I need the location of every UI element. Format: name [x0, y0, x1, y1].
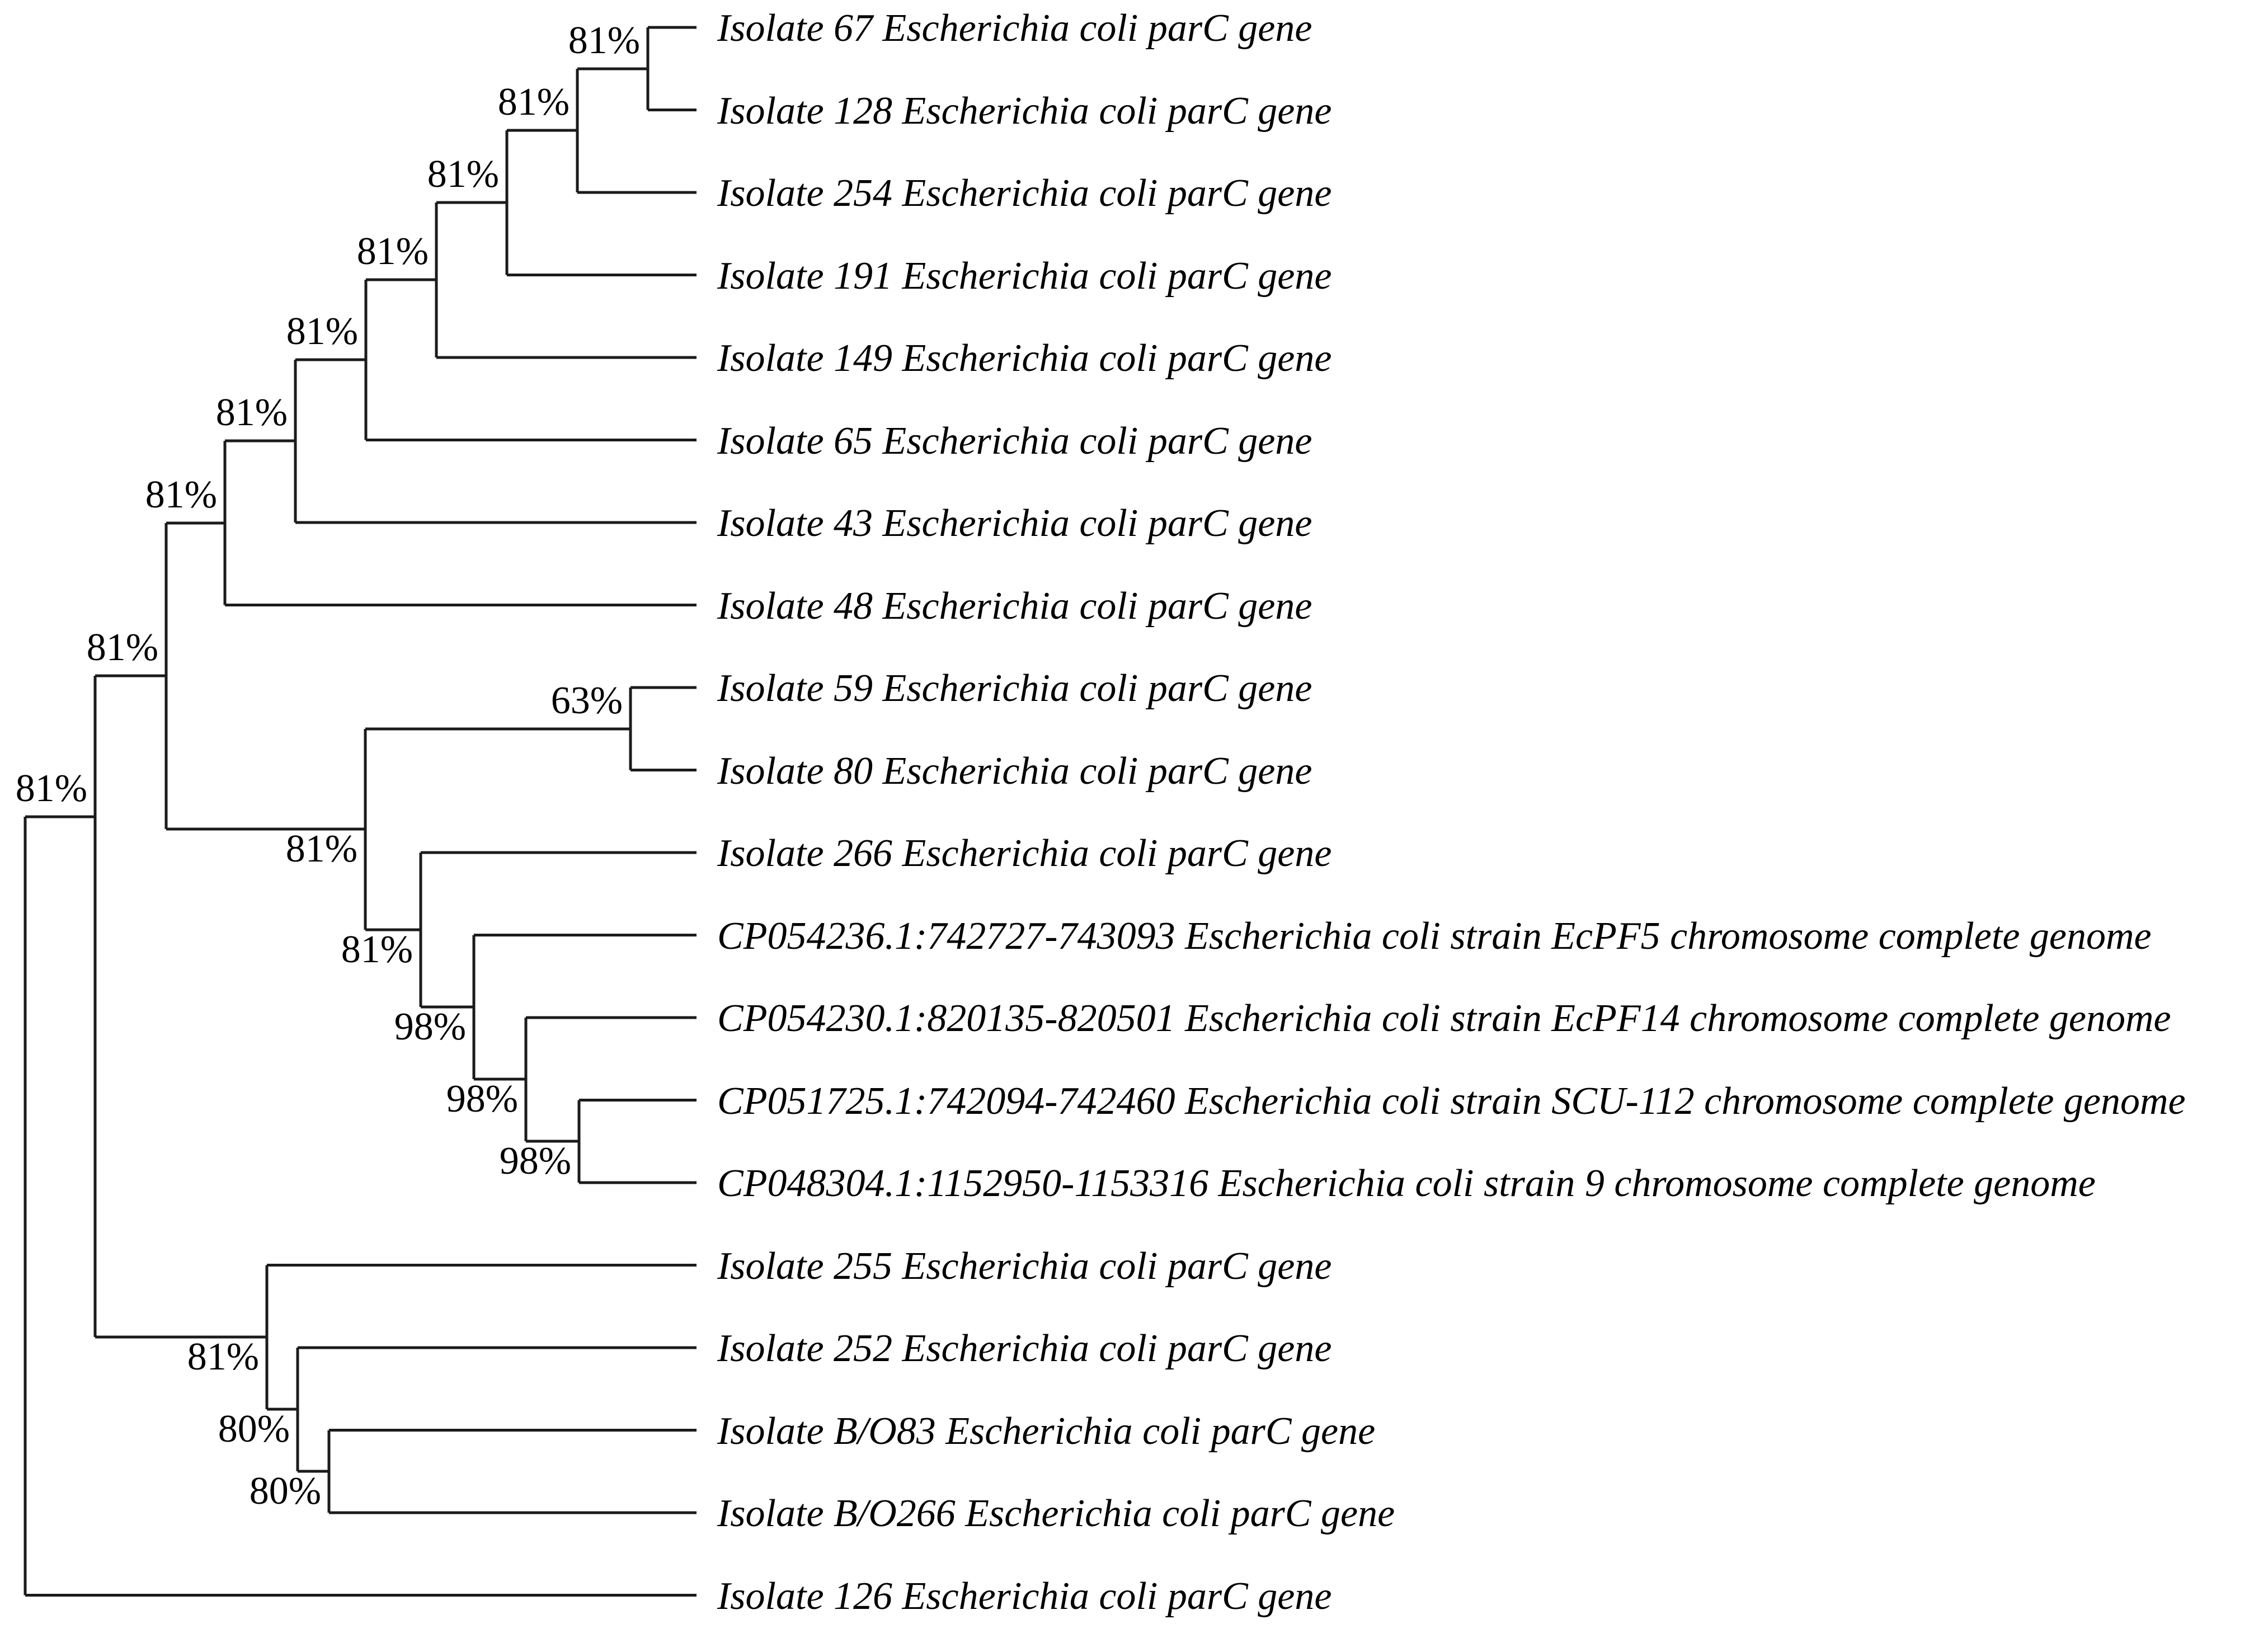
bootstrap-label-67-128: 81%	[568, 19, 640, 62]
clade-59-80-branches	[629, 686, 697, 771]
leaf-label-isolate-149: Isolate 149 Escherichia coli parC gene	[717, 337, 1331, 380]
bootstrap-label-cp054236: 98%	[394, 1005, 466, 1048]
leaf-label-cp051725: CP051725.1:742094-742460 Escherichia col…	[717, 1080, 2186, 1123]
clade-bo83-bo266-branches	[327, 1429, 697, 1514]
bootstrap-label-bo83-bo266: 80%	[250, 1470, 321, 1513]
clade-cp051725-cp048304-branches	[577, 1099, 697, 1184]
leaf-label-cp048304: CP048304.1:1152950-1153316 Escherichia c…	[717, 1162, 2096, 1205]
clade-149-branches	[435, 201, 697, 359]
leaf-label-isolate-67: Isolate 67 Escherichia coli parC gene	[717, 7, 1312, 50]
bootstrap-label-191: 81%	[427, 153, 499, 196]
leaf-label-isolate-65: Isolate 65 Escherichia coli parC gene	[717, 420, 1312, 463]
bootstrap-label-5980-genomes: 81%	[286, 827, 357, 870]
leaf-label-isolate-bo266: Isolate B/O266 Escherichia coli parC gen…	[717, 1492, 1395, 1535]
leaf-label-isolate-48: Isolate 48 Escherichia coli parC gene	[717, 585, 1312, 628]
bootstrap-label-252: 80%	[218, 1408, 290, 1451]
leaf-label-isolate-191: Isolate 191 Escherichia coli parC gene	[717, 255, 1331, 298]
bootstrap-label-149: 81%	[357, 230, 429, 273]
top-middle-join-branches	[164, 521, 365, 831]
bootstrap-label-cp051725-304: 98%	[500, 1140, 571, 1183]
clade-5980-genomes-join-branches	[364, 727, 630, 931]
bootstrap-label-48: 81%	[145, 473, 217, 516]
branch-lines	[23, 26, 697, 1597]
bootstrap-label-65: 81%	[286, 310, 358, 353]
leaf-label-isolate-266: Isolate 266 Escherichia coli parC gene	[717, 832, 1331, 875]
upper-bottom-join-branches	[93, 674, 267, 1339]
clade-65-branches	[364, 278, 697, 441]
bootstrap-label-upper-bottom: 81%	[16, 767, 87, 810]
leaf-label-isolate-80: Isolate 80 Escherichia coli parC gene	[717, 750, 1312, 793]
leaf-label-isolate-128: Isolate 128 Escherichia coli parC gene	[717, 90, 1331, 133]
clade-255-branches	[265, 1264, 697, 1411]
leaf-label-isolate-252: Isolate 252 Escherichia coli parC gene	[717, 1327, 1331, 1370]
root-branches	[23, 815, 697, 1597]
bootstrap-label-59-80: 63%	[551, 679, 623, 722]
leaf-label-cp054230: CP054230.1:820135-820501 Escherichia col…	[717, 997, 2171, 1040]
leaf-label-isolate-43: Isolate 43 Escherichia coli parC gene	[717, 502, 1312, 545]
bootstrap-label-254: 81%	[498, 81, 570, 124]
clade-252-branches	[296, 1346, 697, 1473]
clade-191-branches	[505, 129, 697, 276]
bootstrap-label-266-genomes: 81%	[341, 928, 413, 971]
leaf-labels: Isolate 67 Escherichia coli parC gene Is…	[717, 7, 2186, 1618]
leaf-label-cp054236: CP054236.1:742727-743093 Escherichia col…	[717, 915, 2152, 958]
bootstrap-label-255: 81%	[187, 1335, 259, 1378]
bootstrap-label-top-middle: 81%	[87, 626, 158, 669]
bootstrap-label-43: 81%	[216, 391, 288, 434]
clade-266-branches	[419, 851, 697, 1009]
clade-254-branches	[576, 67, 697, 194]
bootstrap-labels: 81% 81% 81% 81% 81% 81% 81% 81% 81% 63% …	[16, 19, 640, 1513]
leaf-label-isolate-255: Isolate 255 Escherichia coli parC gene	[717, 1245, 1331, 1288]
clade-cp054236-branches	[472, 934, 697, 1081]
leaf-label-isolate-bo83: Isolate B/O83 Escherichia coli parC gene	[717, 1410, 1375, 1453]
leaf-label-isolate-126: Isolate 126 Escherichia coli parC gene	[717, 1575, 1331, 1618]
clade-67-128-branches	[646, 26, 697, 111]
leaf-label-isolate-254: Isolate 254 Escherichia coli parC gene	[717, 172, 1331, 215]
bootstrap-label-cp054230: 98%	[446, 1077, 518, 1121]
leaf-label-isolate-59: Isolate 59 Escherichia coli parC gene	[717, 667, 1312, 710]
clade-cp054230-branches	[524, 1016, 697, 1143]
